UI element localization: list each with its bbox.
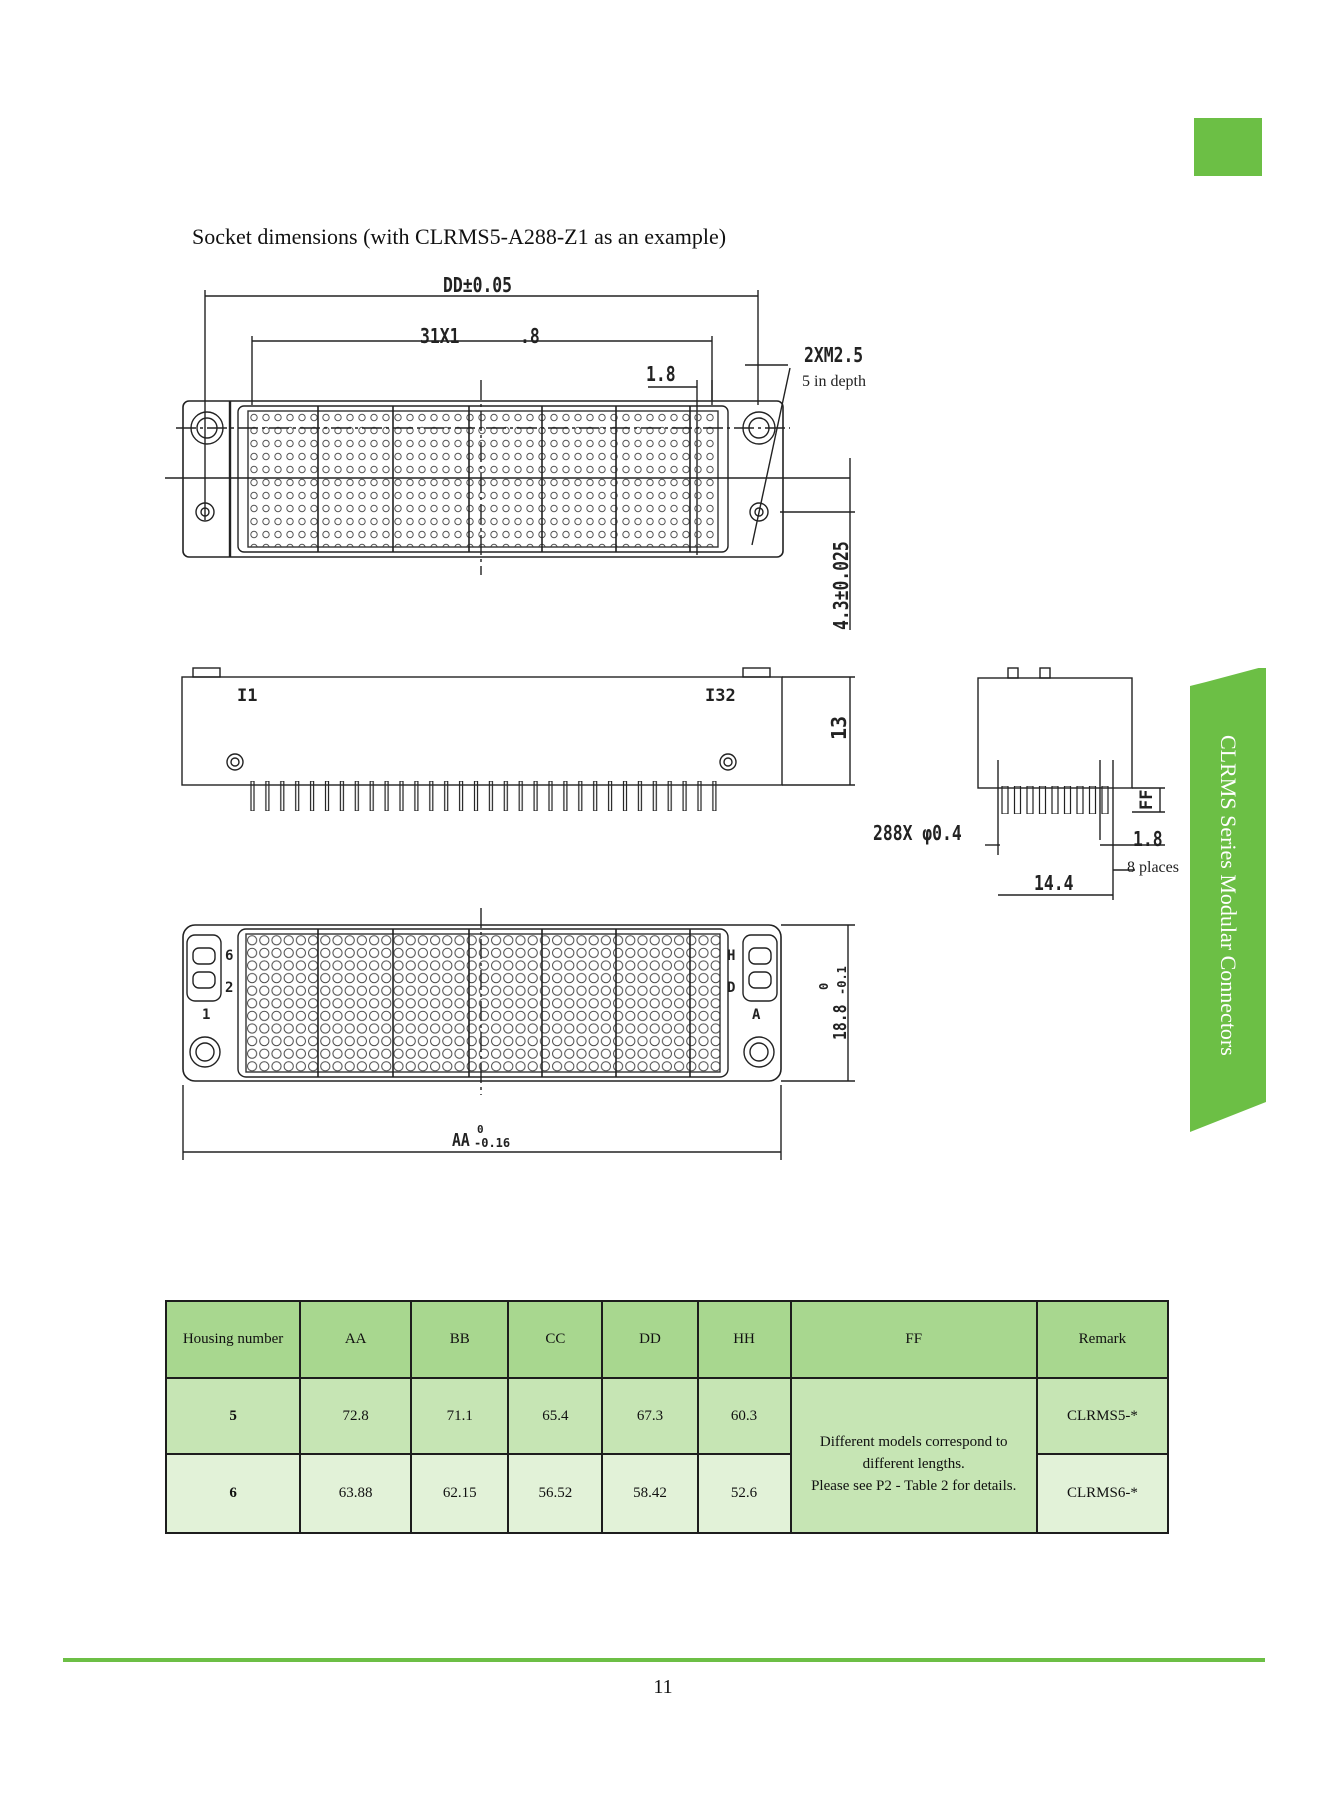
col-6-label: 6 (225, 948, 233, 964)
width-tol-lower: -0.1 (835, 966, 849, 995)
hh-cell: 60.3 (696, 1377, 792, 1455)
aa-cell: 72.8 (299, 1377, 413, 1455)
thread-spec-label: 2XM2.5 (804, 345, 863, 368)
dd-cell: 58.42 (601, 1453, 699, 1534)
col-2-label: 2 (225, 980, 233, 996)
table-row: 6 63.88 62.15 56.52 58.42 52.6 CLRMS6-* (164, 1453, 1170, 1534)
section-heading: Socket dimensions (with CLRMS5-A288-Z1 a… (192, 224, 727, 249)
bb-cell: 62.15 (410, 1453, 510, 1534)
cc-cell: 56.52 (507, 1453, 604, 1534)
top-view (165, 290, 855, 630)
bottom-view (182, 908, 855, 1160)
header-bb: BB (410, 1300, 510, 1379)
pitch-count-label: 31X1 (420, 326, 459, 349)
page-number: 11 (653, 1676, 673, 1698)
pin-first-label: I1 (237, 686, 257, 706)
aa-label: AA (452, 1130, 470, 1151)
header-housing-number: Housing number (164, 1300, 302, 1379)
header-cc: CC (507, 1300, 604, 1379)
housing-cell: 6 (164, 1453, 302, 1534)
ff-note-line-3: Please see P2 - Table 2 for details. (811, 1477, 1017, 1494)
header-remark: Remark (1035, 1300, 1170, 1379)
footer-divider (63, 1658, 1265, 1662)
housing-cell: 5 (164, 1377, 302, 1455)
ff-note-line-2: different lengths. (862, 1455, 965, 1472)
technical-drawing: DD±0.05 31X1 .8 1.8 2XM2.5 5 in depth 4.… (165, 275, 1179, 1160)
pin-last-label: I32 (705, 686, 736, 706)
thread-depth-note: 5 in depth (802, 373, 866, 390)
dd-cell: 67.3 (601, 1377, 699, 1455)
ff-label: FF (1137, 790, 1157, 810)
col-1-label: 1 (202, 1007, 210, 1023)
row-a-label: A (752, 1007, 761, 1023)
table-row: 5 72.8 71.1 65.4 67.3 60.3 Different mod… (164, 1377, 1170, 1534)
dimension-table: Housing number AA BB CC DD HH FF Remark … (164, 1300, 1170, 1534)
dd-dimension-label: DD±0.05 (443, 275, 512, 298)
cc-cell: 65.4 (507, 1377, 604, 1455)
aa-tol-upper: 0 (477, 1123, 484, 1136)
bb-cell: 71.1 (410, 1377, 510, 1455)
pitch-small-label: 1.8 (646, 364, 676, 387)
end-view (977, 667, 1165, 900)
height-label: 13 (827, 716, 851, 740)
header-dd: DD (601, 1300, 699, 1379)
corner-accent-block (1194, 118, 1262, 176)
side-tab-label: CLRMS Series Modular Connectors (1216, 735, 1241, 1056)
pin-pitch-label: 1.8 (1133, 829, 1163, 852)
header-aa: AA (299, 1300, 413, 1379)
width-tol-value: 18.8 (830, 1004, 851, 1040)
width-tol-upper: 0 (817, 983, 831, 990)
aa-cell: 63.88 (299, 1453, 413, 1534)
pin-spec-label: 288X φ0.4 (873, 823, 962, 846)
ff-note-cell: Different models correspond to different… (789, 1377, 1038, 1534)
row-span-label: 14.4 (1034, 873, 1073, 896)
header-ff: FF (789, 1300, 1038, 1379)
header-hh: HH (696, 1300, 792, 1379)
side-tab (1190, 668, 1266, 1132)
hh-cell: 52.6 (696, 1453, 792, 1534)
remark-cell: CLRMS6-* (1035, 1453, 1170, 1534)
ff-note-line-1: Different models correspond to (819, 1433, 1008, 1450)
side-view (181, 667, 855, 811)
pitch-value-label: .8 (520, 326, 540, 349)
row-h-label: H (727, 948, 735, 964)
row-d-label: D (727, 980, 735, 996)
height-offset-label: 4.3±0.025 (831, 541, 854, 630)
places-note: 8 places (1127, 859, 1179, 876)
aa-tol-lower: -0.16 (474, 1136, 510, 1150)
remark-cell: CLRMS5-* (1035, 1377, 1170, 1455)
